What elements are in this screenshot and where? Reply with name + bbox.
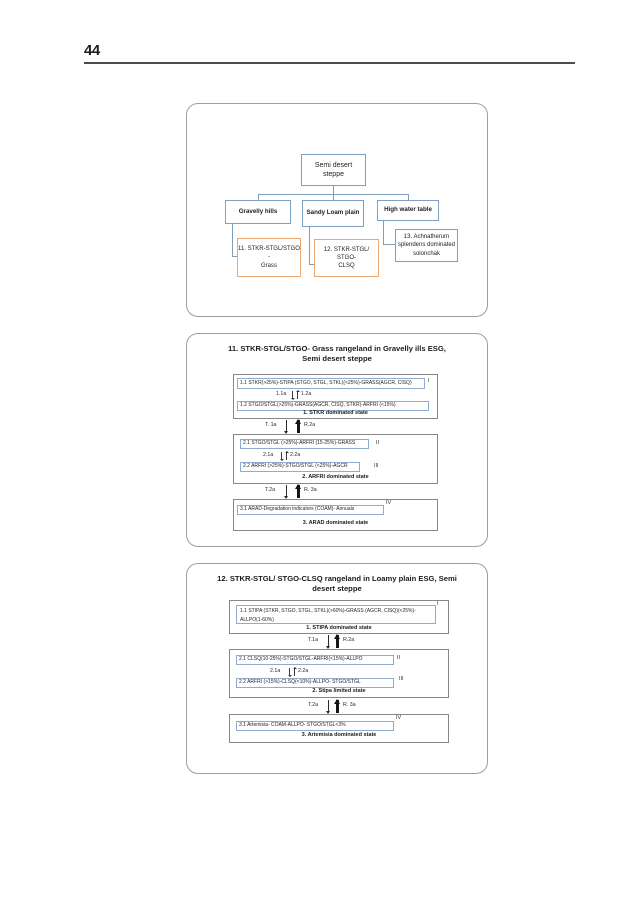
connector-line (333, 186, 334, 194)
node-rangeland-12: 12. STKR-STGL/ STGO- CLSQ (314, 239, 379, 277)
state-label-3: 3. ARAD dominated state (302, 520, 369, 526)
pathway-label-2-2a: 2.2a (290, 452, 301, 458)
restoration-label-r2a: R.2a (343, 637, 355, 643)
node-high-water-table: High water table (377, 200, 439, 221)
pathway-label-2-2a: 2.2a (298, 668, 309, 674)
stm-diagram-11-panel: 11. STKR-STGL/STGO- Grass rangeland in G… (186, 333, 488, 547)
node-gravelly-hills: Gravelly hills (225, 200, 291, 224)
community-box-1-1: 1.1 STKR(>25%)-STIPA (STGO, STGL, STKL)(… (237, 378, 425, 389)
state-box-1: 1.1 STIPA (STKR, STGO, STGL, STKL)(>60%)… (229, 600, 449, 634)
connector-line (309, 227, 310, 265)
community-numeral: I (428, 378, 430, 384)
pathway-arrow-up-icon (292, 667, 297, 676)
pathway-arrow-down-icon (279, 452, 284, 461)
state-box-3: IV 3.1 Artemisia- COAM-ALLPO- STGO/STGL<… (229, 714, 449, 743)
node-rangeland-13: 13. Achnatherum splendens dominated solo… (395, 229, 458, 262)
connector-line (383, 244, 395, 245)
pathway-label-2-1a: 2.1a (270, 668, 281, 674)
transition-label-t2a: T.2a (308, 702, 319, 708)
state-box-2: 2.1 STGO/STGL (>25%)-ARFRI (15-25%)-GRAS… (233, 434, 438, 484)
restoration-label-r3a: R. 3a (343, 702, 356, 708)
restoration-arrow-up-icon (333, 634, 339, 648)
pathway-label-2-1a: 2.1a (263, 452, 274, 458)
transition-arrow-down-icon (326, 700, 330, 714)
state-box-2: 2.1 CLSQ(10-25%)-STGO/STGL-ARFRI(<15%)-A… (229, 649, 449, 698)
pathway-label-1-2a: 1.2a (301, 391, 312, 397)
community-numeral: III (399, 676, 404, 682)
community-box-2-1: 2.1 STGO/STGL (>25%)-ARFRI (15-25%)-GRAS… (240, 439, 369, 449)
community-numeral: II (397, 655, 401, 661)
state-box-3: IV 3.1 ARAD-Degradation indicators (COAM… (233, 499, 438, 531)
connector-line (309, 264, 314, 265)
connector-line (258, 194, 259, 200)
pathway-arrow-down-icon (287, 668, 292, 677)
connector-line (232, 256, 237, 257)
community-numeral: III (374, 463, 379, 469)
state-label-1: 1. STKR dominated state (303, 410, 368, 416)
restoration-label-r3a: R. 3a (304, 487, 317, 493)
connector-line (408, 194, 409, 200)
esg-overview-panel: Semi desert steppe Gravelly hills Sandy … (186, 103, 488, 317)
node-rangeland-11: 11. STKR-STGL/STGO - Grass (237, 238, 301, 277)
diagram-12-title: 12. STKR-STGL/ STGO-CLSQ rangeland in Lo… (217, 574, 457, 593)
community-box-1-2: 1.2 STGO/STGL(>25%)-GRASS(AGCR, CISQ, ST… (237, 401, 429, 411)
diagram-11-title: 11. STKR-STGL/STGO- Grass rangeland in G… (228, 344, 446, 363)
community-numeral: I (437, 601, 439, 607)
community-box-3-1: 3.1 Artemisia- COAM-ALLPO- STGO/STGL<3% (236, 721, 394, 731)
transition-arrow-down-icon (284, 420, 288, 434)
node-semi-desert-steppe: Semi desert steppe (301, 154, 366, 186)
stm-diagram-12-panel: 12. STKR-STGL/ STGO-CLSQ rangeland in Lo… (186, 563, 488, 774)
transition-arrow-down-icon (326, 635, 330, 649)
transition-label-t2a: T.2a (265, 487, 276, 493)
node-sandy-loam-plain: Sandy Loam plain (302, 200, 364, 227)
state-label-2: 2. Stipa limited state (312, 688, 366, 694)
community-numeral: IV (386, 500, 392, 506)
pathway-label-1-1a: 1.1a (276, 391, 287, 397)
community-box-2-1: 2.1 CLSQ(10-25%)-STGO/STGL-ARFRI(<15%)-A… (236, 655, 394, 665)
restoration-arrow-up-icon (333, 699, 339, 713)
state-label-2: 2. ARFRI dominated state (302, 474, 369, 480)
header-rule (84, 62, 575, 64)
community-box-2-2: 2.2 ARFRI (>15%)-CLSQ(<10%)-ALLPO- STGO/… (236, 678, 394, 688)
pathway-arrow-up-icon (295, 390, 300, 399)
connector-line (383, 221, 384, 245)
connector-line (232, 224, 233, 256)
state-label-3: 3. Artemisia dominated state (301, 732, 377, 738)
transition-label-t1a: T.1a (308, 637, 319, 643)
pathway-arrow-down-icon (290, 391, 295, 400)
transition-arrow-down-icon (284, 485, 288, 499)
state-label-1: 1. STIPA dominated state (306, 625, 372, 631)
community-box-1-1: 1.1 STIPA (STKR, STGO, STGL, STKL)(>60%)… (236, 605, 436, 624)
transition-label-t1a: T. 1a (265, 422, 277, 428)
community-numeral: IV (396, 715, 402, 721)
pathway-arrow-up-icon (284, 451, 289, 460)
restoration-arrow-up-icon (294, 419, 300, 433)
community-box-2-2: 2.2 ARFRI (>25%)-STGO/STGL (<25%)-AGCR (240, 462, 360, 472)
community-numeral: II (376, 440, 380, 446)
page-number: 44 (84, 42, 100, 59)
state-box-1: 1.1 STKR(>25%)-STIPA (STGO, STGL, STKL)(… (233, 374, 438, 419)
community-box-3-1: 3.1 ARAD-Degradation indicators (COAM)- … (237, 505, 384, 515)
restoration-label-r2a: R.2a (304, 422, 316, 428)
restoration-arrow-up-icon (294, 484, 300, 498)
connector-line (333, 194, 334, 200)
